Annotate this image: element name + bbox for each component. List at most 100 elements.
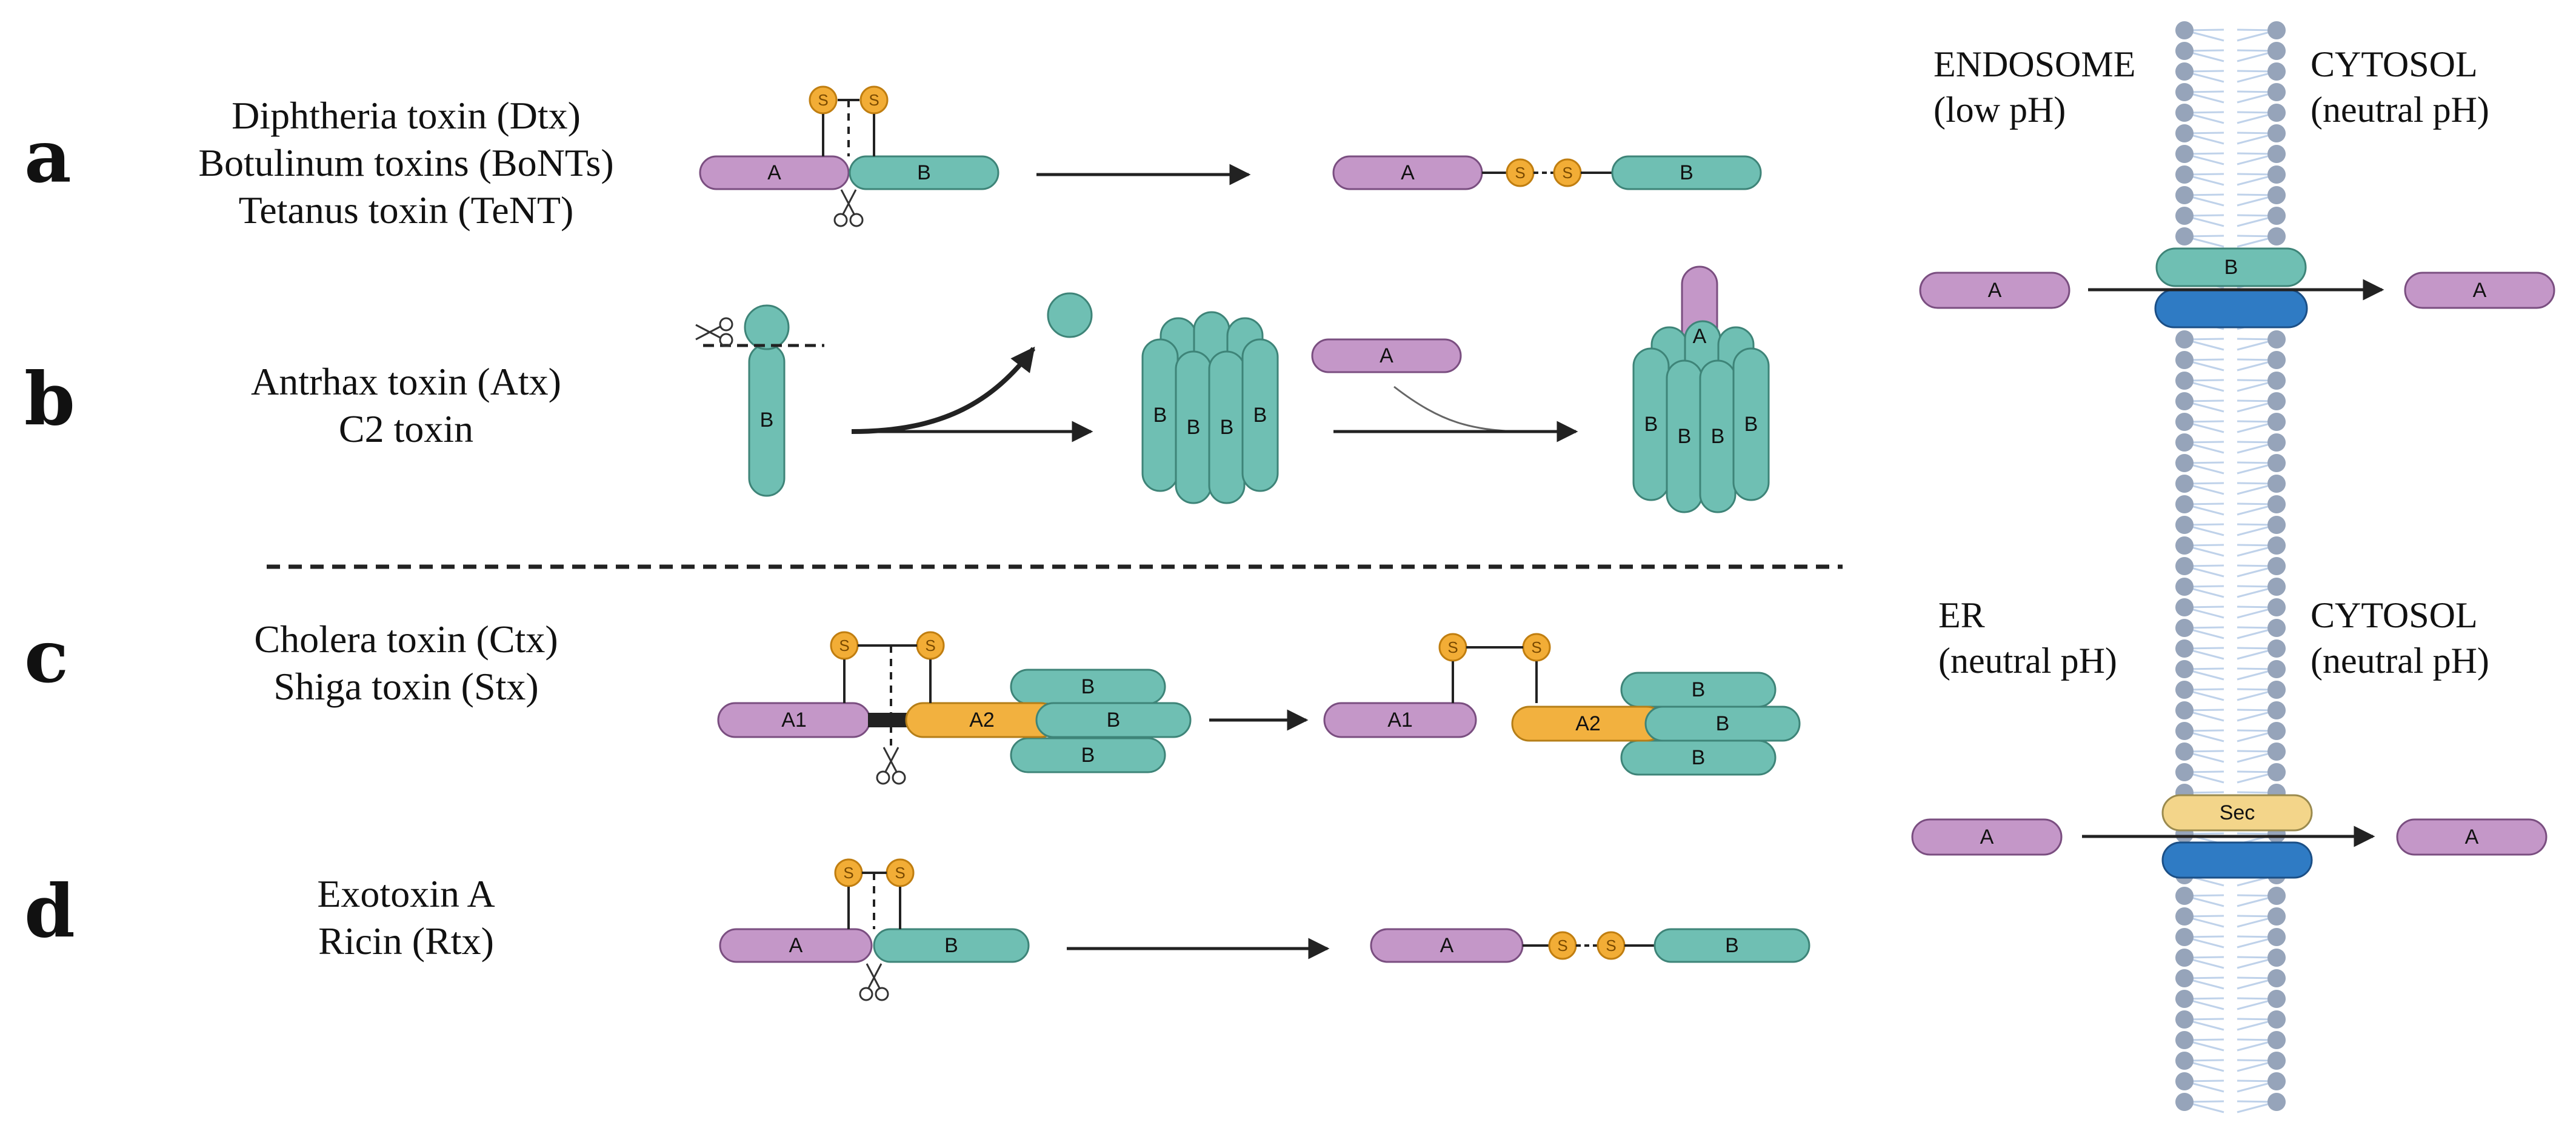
a-chain-shape [1311,338,1462,373]
lipid-head [2267,42,2286,60]
lipid-head [2175,949,2194,967]
b-chain-label: B [944,934,958,957]
b-subunit: B [1644,706,1801,742]
lipid-head [2267,1072,2286,1090]
lipid-head [2267,145,2286,163]
pore-channel-icon [2161,841,2313,879]
lipid-head [2175,454,2194,472]
lipid-head [2175,433,2194,452]
lipid-head [2267,330,2286,349]
lipid-head [2175,619,2194,637]
row-letter-b: b [24,356,75,442]
row-letter-c: c [24,614,68,699]
toxin-name: Cholera toxin (Ctx) [254,618,558,661]
lipid-head [2175,1031,2194,1049]
b-subunit-shape [1035,702,1192,738]
lipid-head [2267,681,2286,699]
b-chain: B [873,928,1030,963]
b-pore-label: B [2224,256,2238,279]
compartment-label-cytosol: CYTOSOL [2311,44,2478,84]
b-subunit-label: B [1081,675,1095,698]
b-pore: B [2155,247,2307,287]
pore-channel-icon-shape [2154,289,2308,329]
sulfur-label: S [839,636,849,655]
lipid-head [2267,21,2286,39]
sec-translocon-shape [2161,794,2313,832]
lipid-head [2175,62,2194,81]
lipid-head [2267,928,2286,946]
pore-channel-icon [2154,289,2308,329]
a1-chain-shape [1323,702,1477,738]
lipid-head [2267,557,2286,575]
compartment-label-endosome: ENDOSOME [1934,44,2135,84]
lipid-head [2267,351,2286,369]
lipid-head [2267,949,2286,967]
a-chain: A [1919,272,2070,309]
lipid-head [2175,516,2194,534]
sulfur-label: S [818,91,828,109]
b-chain: B [748,343,786,497]
b-chain: B [849,155,999,190]
lipid-head [2267,660,2286,678]
lipid-head [2267,578,2286,596]
lipid-head [2175,145,2194,163]
sulfur-label: S [1557,936,1567,955]
lipid-head [2175,227,2194,245]
lipid-head [2175,21,2194,39]
lipid-head [2175,186,2194,204]
toxin-name: Shiga toxin (Stx) [273,665,538,708]
scissors-icon [833,189,864,227]
lipid-head [2267,763,2286,781]
lipid-head [2175,207,2194,225]
lipid-head [2267,413,2286,431]
b-subunit-label: B [1107,709,1121,732]
a-chain-shape [699,155,850,190]
toxin-name: Botulinum toxins (BoNTs) [198,141,613,184]
b-subunit-label: B [1678,425,1692,448]
b-subunit-shape [1010,737,1166,773]
lipid-head [2175,372,2194,390]
lipid-head [2175,887,2194,905]
lipid-head [2175,763,2194,781]
disulfide-bond-icon: S [1597,931,1626,960]
sulfur-label: S [1515,164,1525,182]
lipid-head [2175,722,2194,740]
lipid-head [2267,227,2286,245]
scissors-blade [841,189,857,216]
lipid-head [2175,495,2194,513]
lipid-head [2175,42,2194,60]
disulfide-bond-icon: S [1506,158,1535,187]
lipid-head [2267,124,2286,142]
b-subunit-label: B [1253,404,1267,427]
lipid-head [2175,1072,2194,1090]
b-subunit-label: B [1187,416,1201,439]
b-pore-shape [2155,247,2307,287]
a-chain-label: A [1980,826,1994,849]
disulfide-bond-icon: S [859,85,889,115]
lipid-head [2267,1093,2286,1111]
scissors-handle [719,317,733,332]
b-subunit-label: B [1644,413,1658,436]
lipid-head [2267,1052,2286,1070]
lipid-head [2267,722,2286,740]
compartment-label-endosome: (low pH) [1934,90,2066,130]
lipid-head [2175,413,2194,431]
a-chain: A [2396,818,2548,856]
a-chain: A [719,928,873,963]
sulfur-atom [859,85,889,115]
compartment-label-cytosol: (neutral pH) [2311,90,2489,130]
lipid-head [2175,1010,2194,1029]
a2-chain-label: A2 [969,709,995,732]
compartment-label-cytosol: (neutral pH) [2311,641,2489,681]
scissors-blade [695,325,722,341]
disulfide-bond-icon: S [916,631,945,660]
a2-chain: A2 [1511,706,1665,742]
b-chain-shape [1611,155,1762,190]
scissors-handle [833,213,848,227]
toxin-name: Diphtheria toxin (Dtx) [232,94,581,137]
a-chain-shape [719,928,873,963]
disulfide-bond-icon: S [1548,931,1577,960]
lipid-head [2175,598,2194,616]
